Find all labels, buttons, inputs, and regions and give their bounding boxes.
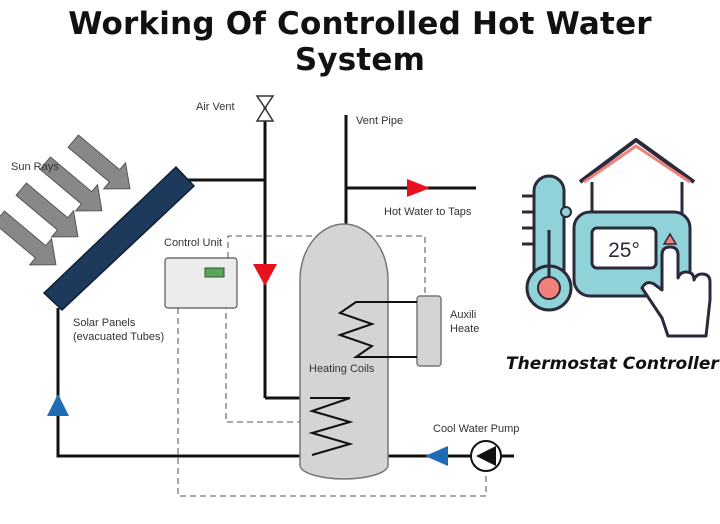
label-solar-panels-type: (evacuated Tubes) <box>73 331 164 343</box>
label-sun-rays: Sun Rays <box>11 161 59 173</box>
label-solar-panels: Solar Panels <box>73 317 136 329</box>
heating-coils-icon <box>308 301 417 456</box>
flow-arrow-left-icon <box>425 446 448 466</box>
piping <box>56 100 514 458</box>
auxiliary-heater <box>416 295 442 367</box>
flow-arrow-down-icon <box>253 264 277 286</box>
label-air-vent: Air Vent <box>196 101 235 113</box>
solar-panel <box>42 165 196 312</box>
thermostat-illustration: 25° <box>522 138 712 338</box>
thermostat-caption: Thermostat Controller <box>506 354 719 374</box>
control-unit <box>164 257 238 309</box>
sun-rays-icon <box>0 134 131 266</box>
label-control-unit: Control Unit <box>164 237 222 249</box>
air-vent-valve-icon <box>255 95 275 122</box>
label-heating-coils: Heating Coils <box>309 363 375 375</box>
label-cool-water-pump: Cool Water Pump <box>433 423 519 435</box>
storage-tank <box>299 223 389 480</box>
label-auxiliary-line1: Auxili <box>450 309 476 321</box>
label-auxiliary-line2: Heate <box>450 323 479 335</box>
cool-water-pump-icon <box>470 440 502 472</box>
label-vent-pipe: Vent Pipe <box>356 115 403 127</box>
flow-arrow-right-icon <box>407 179 430 197</box>
label-hot-water-to-taps: Hot Water to Taps <box>384 206 472 218</box>
thermometer-icon <box>522 174 573 312</box>
page-title: Working Of Controlled Hot Water System <box>68 6 652 78</box>
flow-arrow-up-icon <box>47 394 69 416</box>
house-roof-icon <box>578 138 696 184</box>
pointing-hand-icon <box>640 245 712 338</box>
thermostat-display: 25° <box>608 239 640 262</box>
